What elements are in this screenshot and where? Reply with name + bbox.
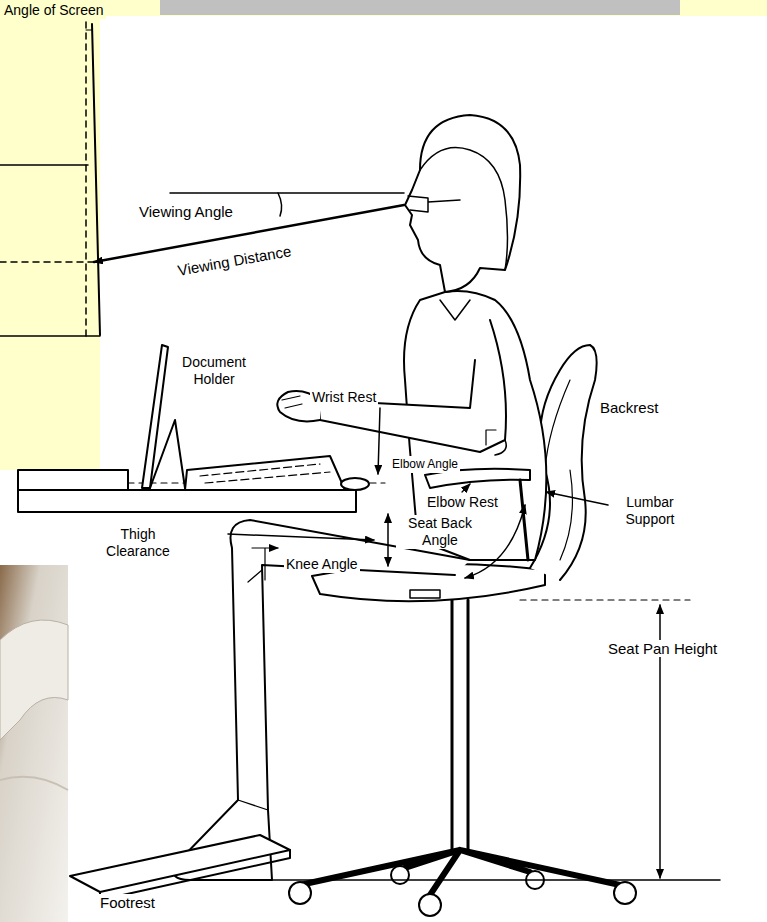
seat-back-angle-label: Seat Back Angle [396,515,484,549]
thigh-clearance-label: Thigh Clearance [96,526,180,560]
viewing-angle-label: Viewing Angle [137,203,235,220]
document-holder-label: Document Holder [170,354,258,388]
lumbar-support-label: Lumbar Support [612,494,688,528]
footrest-label: Footrest [98,894,157,911]
elbow-rest-label: Elbow Rest [425,494,500,511]
screen-angle-label: Angle of Screen [2,2,106,19]
backrest-label: Backrest [598,399,660,416]
seat-pan-height-label: Seat Pan Height [606,640,719,657]
elbow-angle-label: Elbow Angle [390,456,460,473]
wrist-rest-label: Wrist Rest [310,389,378,406]
knee-angle-label: Knee Angle [284,556,360,573]
